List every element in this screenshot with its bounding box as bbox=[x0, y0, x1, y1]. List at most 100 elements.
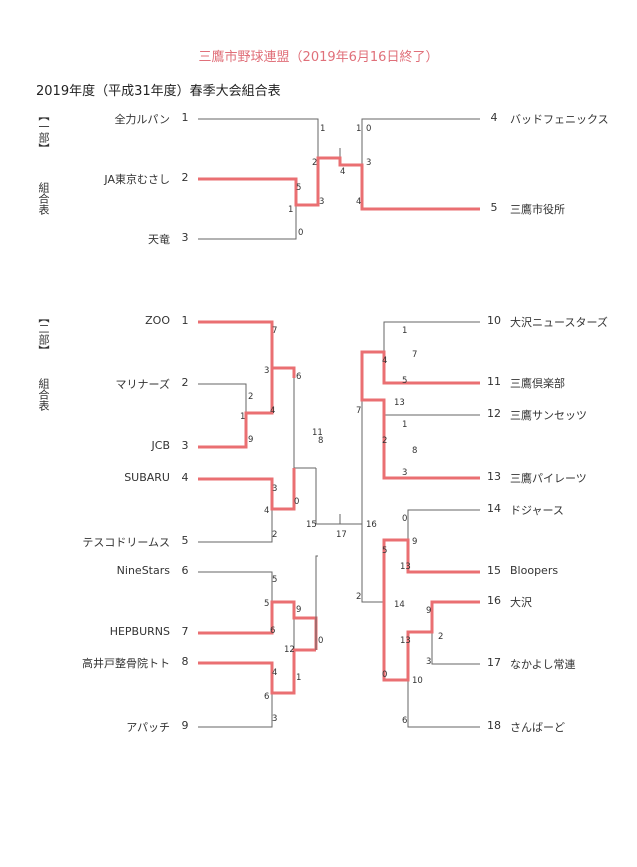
match-score: 5 bbox=[272, 575, 278, 585]
match-score: 9 bbox=[296, 605, 302, 615]
match-score: 8 bbox=[318, 436, 324, 446]
team-name: HEPBURNS bbox=[109, 625, 170, 638]
match-score: 3 bbox=[272, 714, 278, 724]
match-score: 2 bbox=[272, 530, 278, 540]
match-score: 2 bbox=[312, 158, 318, 168]
team-number: 7 bbox=[181, 625, 189, 638]
team-number: 5 bbox=[490, 201, 498, 214]
match-score: 9 bbox=[412, 537, 418, 547]
match-score: 4 bbox=[272, 668, 278, 678]
division-2-left-lines bbox=[198, 320, 341, 728]
team-name: 大沢 bbox=[510, 596, 532, 609]
team-name: テスコドリームス bbox=[82, 536, 170, 549]
match-score: 3 bbox=[272, 484, 278, 494]
match-score: 16 bbox=[366, 520, 377, 530]
team-name: ドジャース bbox=[510, 504, 564, 517]
match-score: 2 bbox=[382, 436, 388, 446]
team-number: 2 bbox=[181, 171, 189, 184]
match-score: 12 bbox=[284, 645, 295, 655]
division-2-right-lines bbox=[340, 321, 480, 728]
team-name: 全力ルパン bbox=[114, 113, 170, 126]
match-score: 10 bbox=[412, 676, 423, 686]
team-number: 5 bbox=[181, 534, 189, 547]
match-score: 3 bbox=[319, 197, 325, 207]
team-number: 4 bbox=[181, 471, 189, 484]
team-number: 1 bbox=[181, 314, 189, 327]
team-name: 三鷹市役所 bbox=[510, 203, 565, 216]
match-score: 3 bbox=[366, 158, 372, 168]
team-number: 11 bbox=[487, 375, 501, 388]
team-number: 6 bbox=[181, 564, 189, 577]
match-score: 2 bbox=[356, 592, 362, 602]
match-score: 3 bbox=[264, 366, 270, 376]
team-name: JA東京むさし bbox=[104, 173, 170, 186]
team-name: 天竜 bbox=[148, 233, 170, 246]
match-score: 0 bbox=[366, 124, 372, 134]
match-score: 4 bbox=[356, 197, 362, 207]
team-number: 1 bbox=[181, 111, 189, 124]
team-number: 3 bbox=[181, 231, 189, 244]
match-score: 15 bbox=[306, 520, 317, 530]
match-score: 0 bbox=[402, 514, 408, 524]
team-number: 3 bbox=[181, 439, 189, 452]
match-score: 11 bbox=[312, 428, 323, 438]
team-number: 8 bbox=[181, 655, 189, 668]
match-score: 3 bbox=[402, 468, 408, 478]
match-score: 1 bbox=[402, 420, 408, 430]
team-name: JCB bbox=[151, 439, 170, 452]
match-score: 14 bbox=[394, 600, 405, 610]
match-score: 5 bbox=[382, 546, 388, 556]
team-name: 高井戸整骨院トト bbox=[82, 657, 170, 670]
team-name: 三鷹パイレーツ bbox=[510, 472, 587, 485]
match-score: 7 bbox=[272, 326, 278, 336]
team-name: さんばーど bbox=[510, 721, 565, 734]
match-score: 6 bbox=[270, 626, 276, 636]
match-score: 0 bbox=[294, 497, 300, 507]
team-number: 18 bbox=[487, 719, 501, 732]
team-name: ZOO bbox=[145, 314, 170, 327]
match-score: 8 bbox=[412, 446, 418, 456]
division-1-label: 【一部】 bbox=[36, 110, 50, 158]
match-score: 6 bbox=[264, 692, 270, 702]
team-name: アパッチ bbox=[126, 721, 170, 734]
match-score: 7 bbox=[356, 406, 362, 416]
team-number: 16 bbox=[487, 594, 501, 607]
division-1-bracket-label: 【一部】 bbox=[37, 110, 50, 154]
match-score: 9 bbox=[426, 606, 432, 616]
match-score: 1 bbox=[356, 124, 362, 134]
team-number: 15 bbox=[487, 564, 501, 577]
match-score: 1 bbox=[402, 326, 408, 336]
match-score: 1 bbox=[296, 673, 302, 683]
team-name: 三鷹サンセッツ bbox=[510, 409, 587, 422]
match-score: 2 bbox=[438, 632, 444, 642]
match-score: 6 bbox=[296, 372, 302, 382]
team-number: 14 bbox=[487, 502, 501, 515]
team-name: なかよし常連 bbox=[510, 658, 576, 671]
match-score: 5 bbox=[296, 183, 302, 193]
match-score: 4 bbox=[382, 356, 388, 366]
match-score: 0 bbox=[318, 636, 324, 646]
team-number: 9 bbox=[181, 719, 189, 732]
match-score: 4 bbox=[340, 167, 346, 177]
team-name: 三鷹倶楽部 bbox=[510, 377, 565, 390]
team-name: SUBARU bbox=[124, 471, 170, 484]
team-number: 17 bbox=[487, 656, 501, 669]
team-number: 2 bbox=[181, 376, 189, 389]
match-score: 9 bbox=[248, 435, 254, 445]
match-score: 0 bbox=[382, 670, 388, 680]
team-number: 13 bbox=[487, 470, 501, 483]
division-1-lines bbox=[198, 118, 480, 240]
match-score: 7 bbox=[412, 350, 418, 360]
team-name: Bloopers bbox=[510, 564, 559, 577]
match-score: 13 bbox=[400, 562, 411, 572]
match-score: 5 bbox=[402, 376, 408, 386]
team-name: バッドフェニックス bbox=[510, 113, 609, 126]
team-number: 4 bbox=[490, 111, 498, 124]
division-2-label: 【二部】 bbox=[36, 312, 50, 360]
match-score: 13 bbox=[394, 398, 405, 408]
team-name: マリナーズ bbox=[115, 378, 170, 391]
team-number: 12 bbox=[487, 407, 501, 420]
team-number: 10 bbox=[487, 314, 501, 327]
match-score: 17 bbox=[336, 530, 347, 540]
